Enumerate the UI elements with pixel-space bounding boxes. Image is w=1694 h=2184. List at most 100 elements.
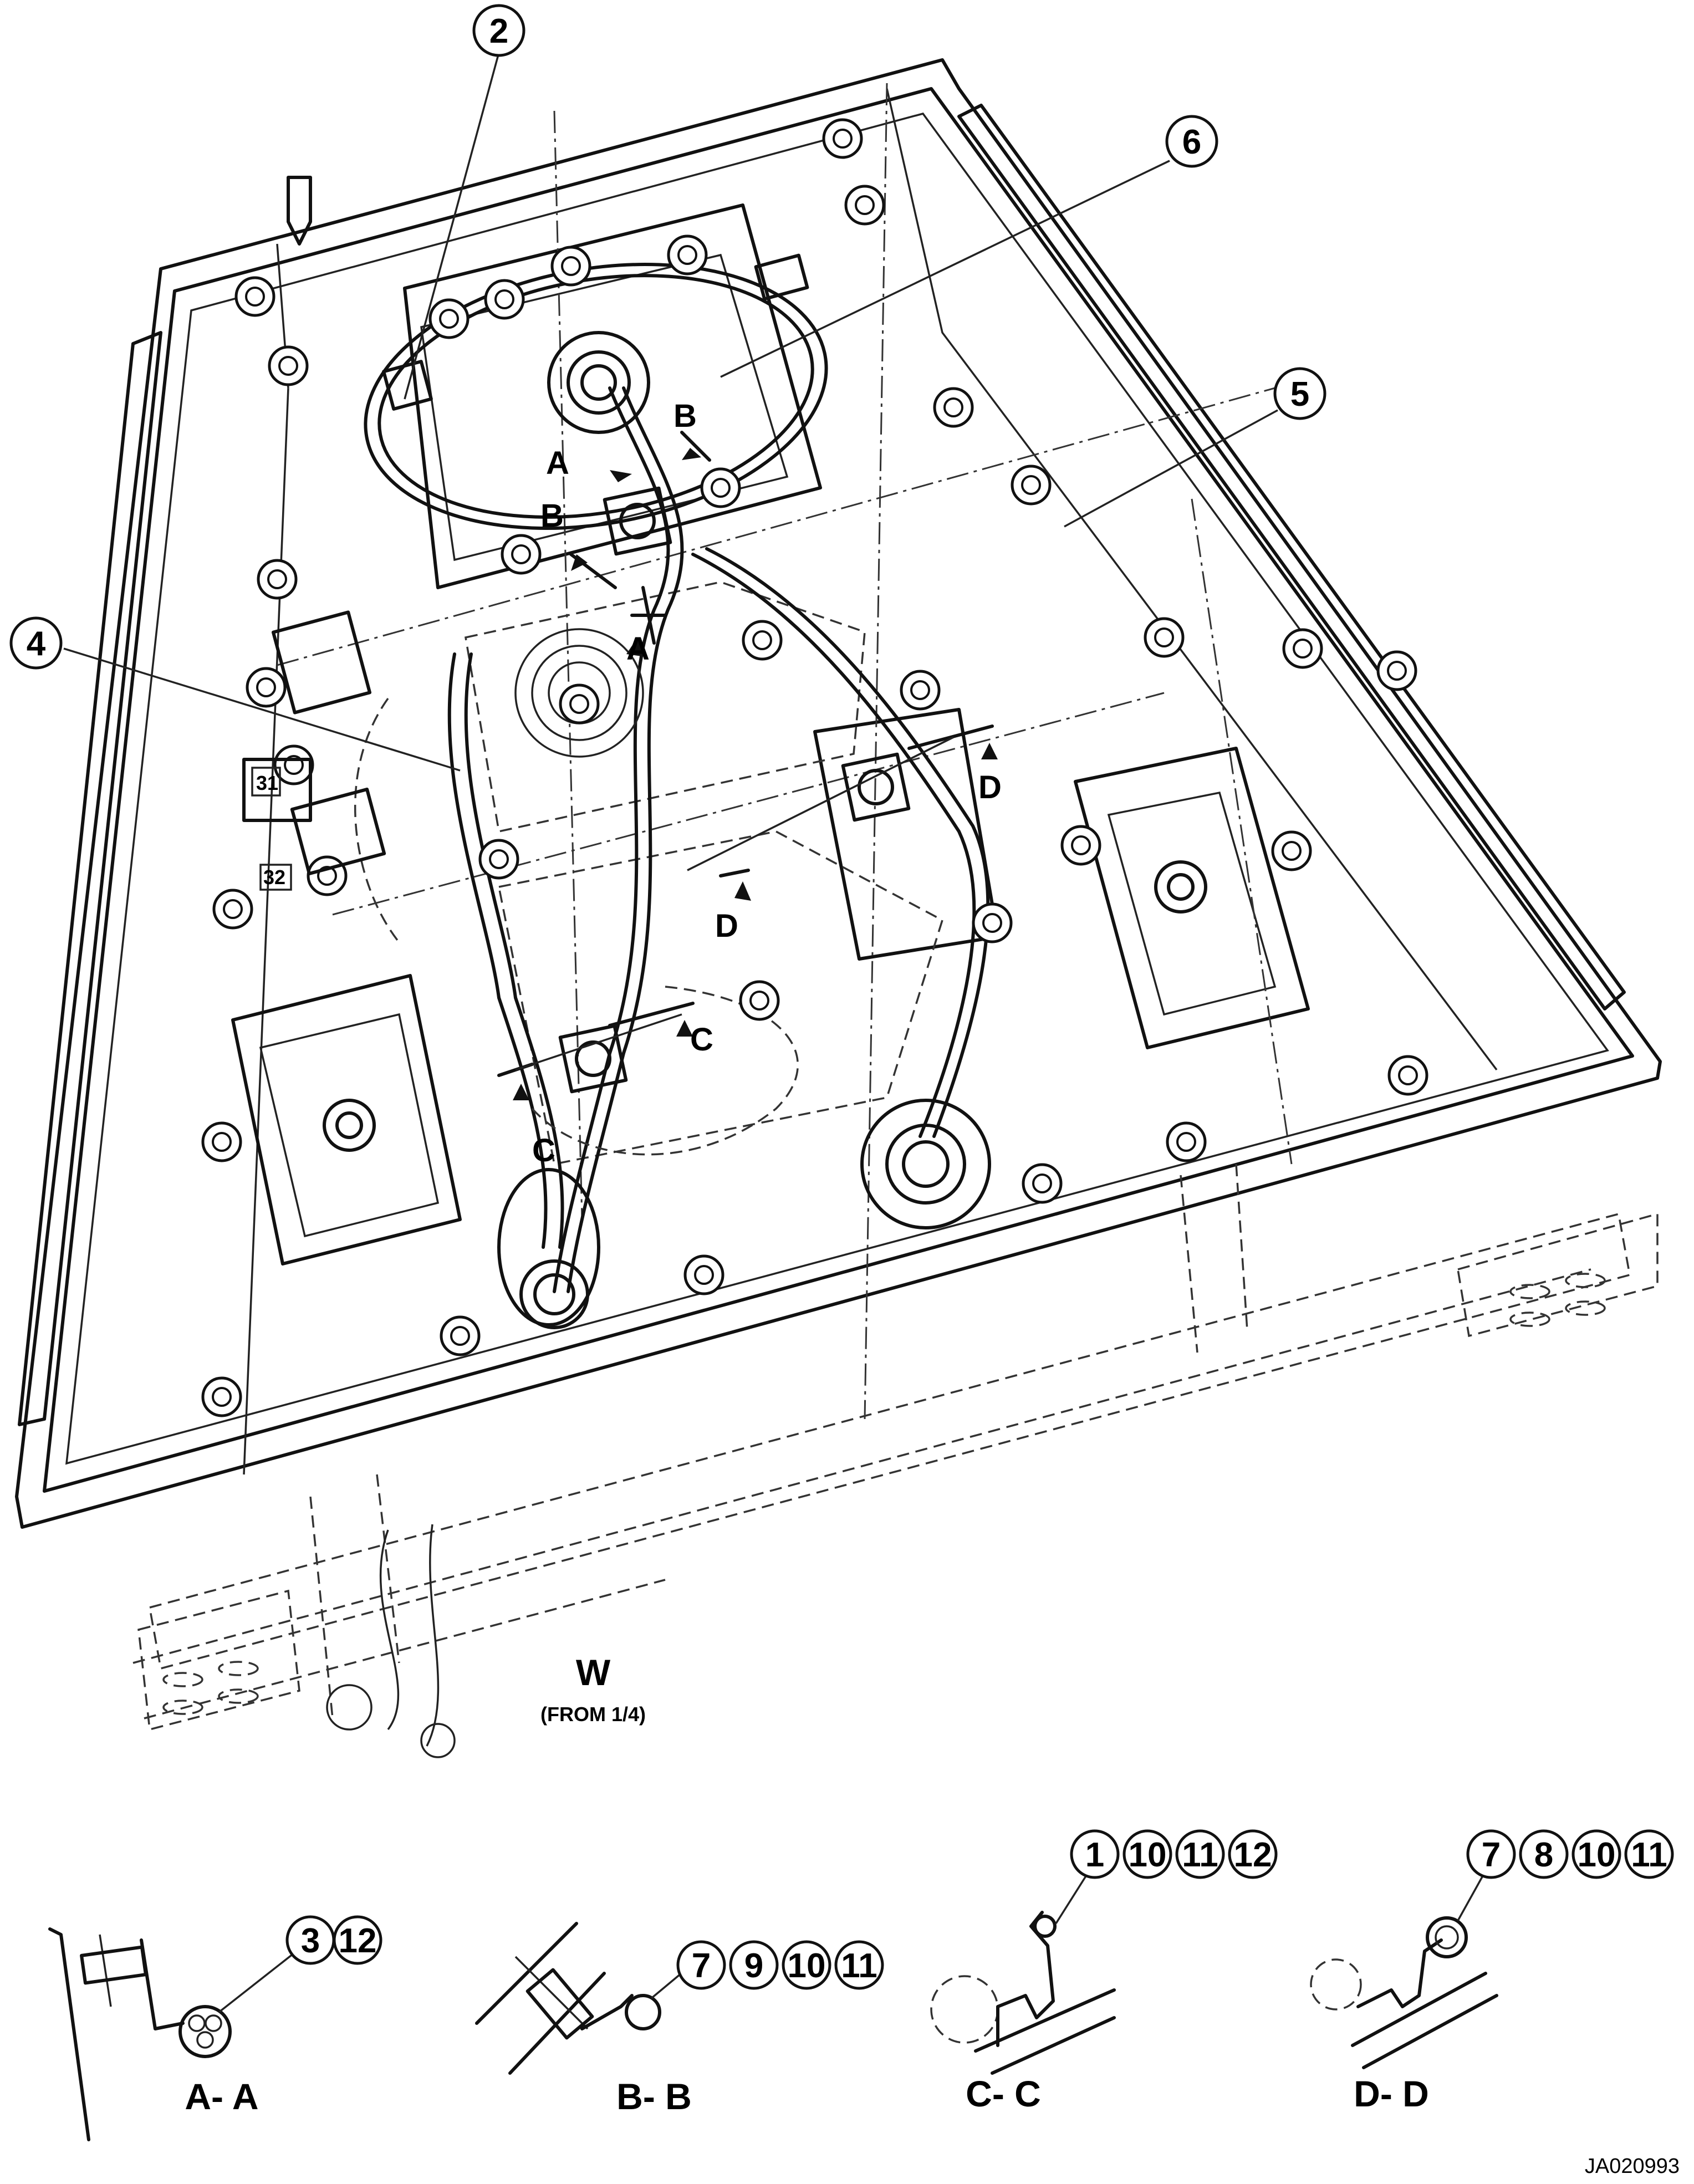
section-c-c-item-10: 10 [1122, 1829, 1172, 1879]
bolt-head-inner [982, 913, 1002, 933]
svg-text:9: 9 [744, 1947, 763, 1985]
bolt-head-inner [749, 991, 769, 1011]
bolt-head-inner [212, 1387, 232, 1407]
bolt-head [1376, 650, 1417, 691]
bolt-head [933, 387, 974, 428]
bolt-head [550, 246, 591, 287]
section-d-d-item-11: 11 [1624, 1829, 1674, 1879]
bolt-head-inner [1293, 639, 1313, 659]
svg-text:11: 11 [1182, 1836, 1218, 1874]
bolt-head-inner [1387, 661, 1407, 681]
callout-2: 2 [472, 4, 525, 57]
bolt-head-inner [1176, 1132, 1196, 1152]
bolt-head [307, 855, 348, 896]
bolt-head [742, 620, 783, 661]
connector-label-31: 31 [256, 772, 278, 794]
section-b-b-item-10: 10 [782, 1940, 831, 1990]
bolt-head [257, 559, 298, 600]
svg-text:7: 7 [692, 1947, 711, 1985]
svg-text:4: 4 [27, 625, 46, 663]
svg-text:12: 12 [339, 1922, 377, 1960]
bolt-head [234, 276, 275, 317]
section-mark-c-right: C [690, 1022, 713, 1058]
section-d-d-label: D- D [1354, 2073, 1429, 2114]
section-detail-d-d: 7 8 10 11 D- D [1310, 1829, 1674, 2114]
bolt-head-inner [278, 356, 298, 376]
bolt-head [428, 298, 470, 339]
bolt-head [1271, 830, 1312, 871]
section-b-b-item-9: 9 [729, 1940, 779, 1990]
section-d-d-item-8: 8 [1519, 1829, 1569, 1879]
bolt-head [822, 118, 863, 159]
section-mark-c-left: C [532, 1132, 555, 1168]
section-mark-d-left: D [715, 908, 738, 944]
bolt-head [667, 234, 708, 275]
svg-text:3: 3 [301, 1922, 320, 1960]
bolt-head [1060, 825, 1101, 866]
bolt-head-inner [855, 195, 875, 215]
clamps [382, 253, 911, 1094]
bolt-head-inner [489, 849, 509, 869]
section-detail-c-c: 1 10 11 12 C- C [930, 1829, 1278, 2114]
bolt-head-inner [439, 309, 459, 329]
section-d-d-item-10: 10 [1571, 1829, 1621, 1879]
bolt-head-inner [1021, 475, 1041, 495]
svg-text:10: 10 [1578, 1836, 1616, 1874]
callout-6: 6 [1165, 115, 1218, 168]
bolt-head [1166, 1121, 1207, 1162]
bolt-head-inner [561, 256, 581, 276]
bolt-head [739, 980, 780, 1021]
view-subtitle: (FROM 1/4) [540, 1703, 646, 1726]
bolts [201, 118, 1428, 1417]
section-b-b-item-11: 11 [834, 1940, 884, 1990]
section-cut-lines [497, 431, 998, 1100]
bolt-head [900, 670, 941, 711]
svg-text:1: 1 [1085, 1836, 1104, 1874]
svg-text:10: 10 [1129, 1836, 1167, 1874]
svg-text:6: 6 [1182, 123, 1201, 161]
bolt-head-inner [1032, 1173, 1052, 1193]
connector-block: 31 32 [242, 610, 386, 891]
svg-text:2: 2 [489, 12, 508, 50]
bolt-head-inner [752, 630, 772, 650]
svg-text:8: 8 [1534, 1836, 1553, 1874]
bolt-head [1022, 1163, 1063, 1204]
bolt-head [700, 467, 741, 508]
panel-outline [15, 58, 1662, 1529]
svg-text:11: 11 [841, 1947, 877, 1985]
bolt-head-inner [711, 478, 731, 498]
section-marks: A B B A D D C C [532, 398, 1002, 1168]
bolt-head [246, 667, 287, 708]
bolt-head [1144, 617, 1185, 658]
section-mark-a-upper: A [546, 445, 569, 481]
section-d-d-item-7: 7 [1466, 1829, 1516, 1879]
bolt-head-inner [1154, 627, 1174, 647]
section-c-c-item-1: 1 [1070, 1829, 1120, 1879]
callout-leaders [63, 52, 1278, 772]
section-mark-a-lower: A [626, 631, 650, 667]
section-mark-b-upper: B [673, 398, 697, 434]
bolt-head [844, 185, 885, 226]
bolt-head [1282, 628, 1323, 669]
bolt-head-inner [943, 397, 963, 417]
bolt-head [484, 279, 525, 320]
bolt-head-inner [494, 289, 514, 309]
bolt-head-inner [569, 694, 589, 714]
bolt-head-inner [267, 569, 287, 589]
svg-text:11: 11 [1631, 1836, 1667, 1874]
bolt-head [1011, 465, 1052, 506]
bolt-head-inner [1282, 841, 1302, 861]
view-title: W [576, 1652, 611, 1693]
bolt-head-inner [317, 866, 337, 886]
connector-label-32: 32 [263, 866, 285, 889]
bolt-head [212, 889, 253, 930]
lower-frame [132, 1164, 1659, 1758]
bolt-head-inner [833, 129, 853, 149]
view-label: W (FROM 1/4) [540, 1652, 646, 1726]
bolt-head [201, 1376, 242, 1417]
section-mark-d-right: D [978, 769, 1002, 805]
bolt-head-inner [223, 899, 243, 919]
section-detail-b-b: 7 9 10 11 B- B [475, 1922, 884, 2117]
bolt-head-inner [910, 680, 930, 700]
section-c-c-item-11: 11 [1175, 1829, 1225, 1879]
